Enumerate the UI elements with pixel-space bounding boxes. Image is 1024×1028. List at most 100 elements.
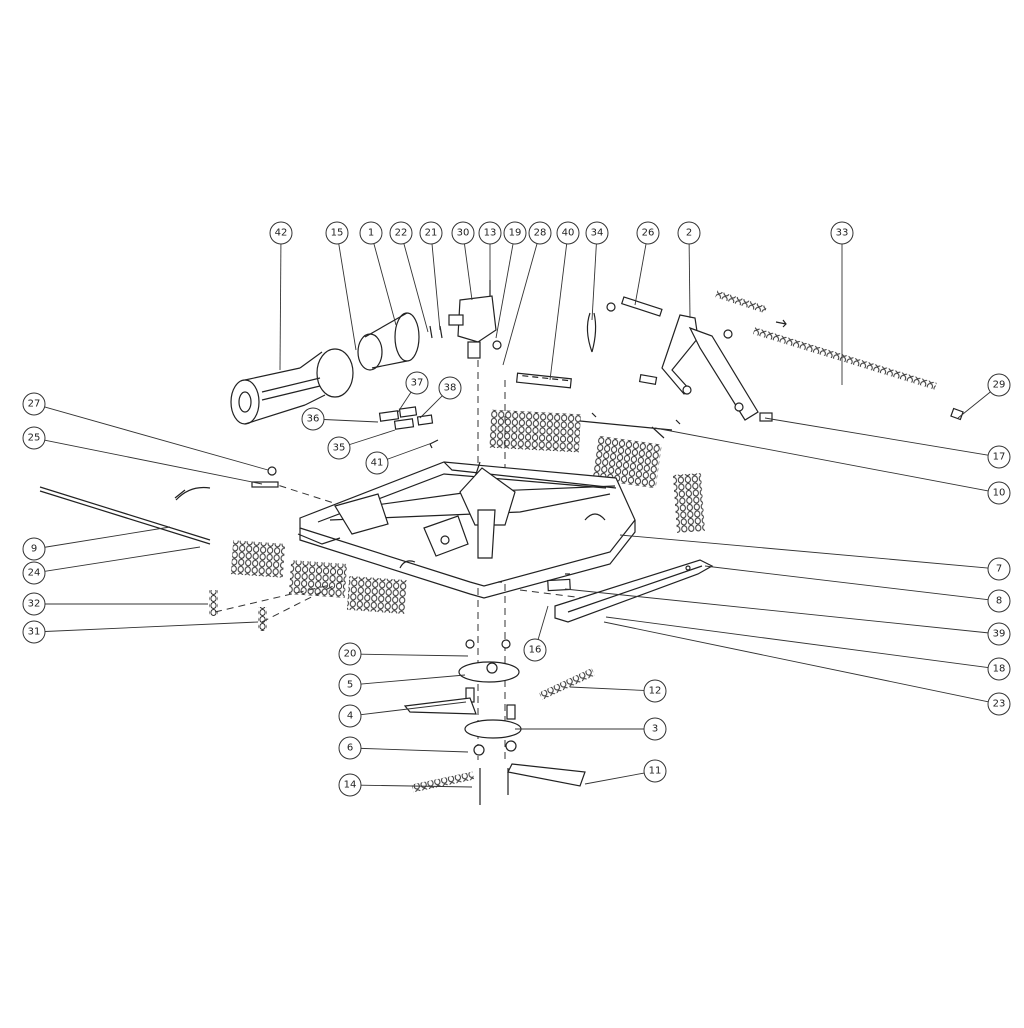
- callout-2: 2: [677, 221, 701, 319]
- callout-bubble: [22, 561, 46, 585]
- callout-39: 39: [564, 588, 1011, 646]
- side-rods: [39, 466, 279, 545]
- leader-line: [403, 243, 429, 333]
- leader-line: [957, 391, 991, 419]
- callout-28: 28: [502, 221, 552, 366]
- callout-40: 40: [549, 221, 580, 381]
- leader-line: [495, 243, 514, 339]
- callout-bubble: [987, 373, 1011, 397]
- callout-38: 38: [419, 376, 462, 419]
- callout-12: 12: [569, 679, 667, 703]
- leader-line: [549, 243, 568, 381]
- leader-line: [360, 784, 473, 788]
- callout-number: 24: [28, 568, 41, 579]
- callout-number: 32: [28, 599, 41, 610]
- callout-bubble: [643, 717, 667, 741]
- callout-23: 23: [603, 621, 1011, 716]
- callout-42: 42: [269, 221, 293, 371]
- callout-number: 28: [534, 228, 547, 239]
- callout-number: 12: [649, 686, 662, 697]
- leader-line: [537, 605, 549, 640]
- callout-bubble: [419, 221, 443, 245]
- callout-bubble: [22, 620, 46, 644]
- callout-bubble: [338, 673, 362, 697]
- leader-line: [564, 588, 989, 634]
- leader-line: [654, 427, 989, 492]
- callout-7: 7: [619, 534, 1011, 581]
- callout-20: 20: [338, 642, 469, 666]
- callout-19: 19: [495, 221, 527, 339]
- callout-number: 6: [347, 743, 353, 754]
- callout-bubble: [438, 376, 462, 400]
- blade-assembly: [403, 639, 595, 805]
- callout-number: 25: [28, 433, 41, 444]
- mower-deck: [297, 461, 636, 599]
- callout-number: 1: [368, 228, 374, 239]
- callout-10: 10: [654, 427, 1011, 505]
- leader-line: [688, 243, 691, 319]
- callout-34: 34: [585, 221, 609, 321]
- callout-number: 31: [28, 627, 41, 638]
- callout-number: 21: [425, 228, 438, 239]
- callout-bubble: [338, 736, 362, 760]
- callout-number: 10: [993, 488, 1006, 499]
- callout-33: 33: [830, 221, 854, 385]
- callout-37: 37: [397, 371, 429, 413]
- leader-line: [584, 772, 645, 785]
- callout-29: 29: [957, 373, 1011, 419]
- callout-bubble: [478, 221, 502, 245]
- callout-bubble: [22, 392, 46, 416]
- callout-number: 15: [331, 228, 344, 239]
- leader-line: [569, 686, 645, 691]
- leader-line: [373, 243, 397, 326]
- callout-bubble: [301, 407, 325, 431]
- callout-number: 14: [344, 780, 357, 791]
- callout-number: 39: [993, 629, 1006, 640]
- callout-41: 41: [365, 442, 433, 475]
- callout-bubble: [22, 426, 46, 450]
- safety-chains: [715, 290, 964, 422]
- callout-16: 16: [523, 605, 549, 662]
- gearbox: [448, 280, 502, 359]
- leader-line: [44, 526, 171, 548]
- callout-bubble: [503, 221, 527, 245]
- leader-line: [44, 406, 269, 471]
- hitch-pins: [586, 296, 663, 353]
- callout-bubble: [636, 221, 660, 245]
- callout-8: 8: [704, 565, 1011, 613]
- callout-36: 36: [301, 407, 379, 431]
- callout-bubble: [523, 638, 547, 662]
- leader-line: [349, 429, 396, 446]
- callout-number: 26: [642, 228, 655, 239]
- callout-bubble: [987, 445, 1011, 469]
- leader-line: [323, 419, 379, 423]
- callout-bubble: [269, 221, 293, 245]
- leader-line: [603, 621, 989, 703]
- leader-line: [419, 395, 443, 419]
- callout-bubble: [359, 221, 383, 245]
- callout-number: 19: [509, 228, 522, 239]
- callout-14: 14: [338, 773, 473, 797]
- callout-number: 23: [993, 699, 1006, 710]
- warning-decals: [378, 406, 439, 449]
- callout-bubble: [338, 773, 362, 797]
- callout-bubble: [451, 221, 475, 245]
- callout-bubble: [987, 622, 1011, 646]
- callout-bubble: [987, 481, 1011, 505]
- callout-bubble: [677, 221, 701, 245]
- leader-line: [431, 243, 441, 331]
- callout-bubble: [987, 692, 1011, 716]
- callout-number: 17: [993, 452, 1006, 463]
- callout-3: 3: [515, 717, 667, 741]
- callout-9: 9: [22, 526, 171, 561]
- callout-1: 1: [359, 221, 397, 326]
- callout-number: 11: [649, 766, 662, 777]
- callout-35: 35: [327, 429, 396, 460]
- callout-bubble: [556, 221, 580, 245]
- callout-number: 30: [457, 228, 470, 239]
- callout-number: 35: [333, 443, 346, 454]
- callout-number: 37: [411, 378, 424, 389]
- callout-number: 2: [686, 228, 692, 239]
- callout-number: 3: [652, 724, 658, 735]
